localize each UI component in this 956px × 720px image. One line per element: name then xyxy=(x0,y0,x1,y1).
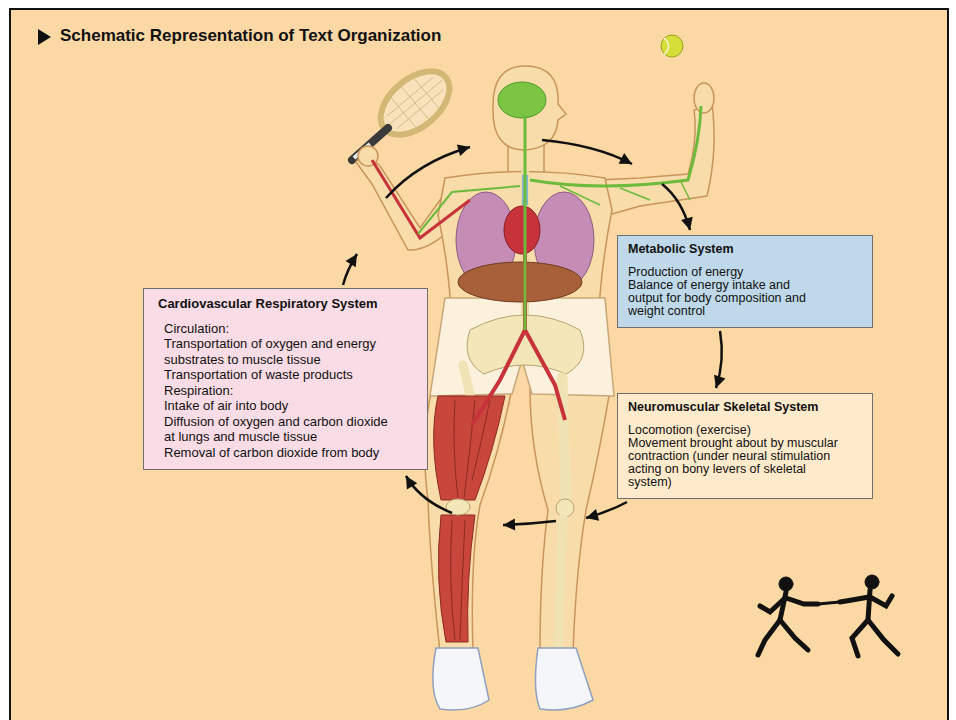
arrow-line xyxy=(343,254,357,285)
arrow-head xyxy=(406,476,417,489)
shoes-part xyxy=(433,648,489,710)
box-text: Production of energy xyxy=(628,266,828,279)
arrow-head xyxy=(586,509,599,521)
title-marker xyxy=(38,29,51,45)
system-box: Cardiovascular Respiratory SystemCircula… xyxy=(143,288,428,470)
tennis-ball xyxy=(661,35,683,57)
box-heading: Cardiovascular Respiratory System xyxy=(158,296,421,312)
cycle-arrow xyxy=(406,476,627,531)
skeleton-part xyxy=(463,365,470,395)
tennis-racket-part-part xyxy=(413,77,440,109)
runner-figures-part-part xyxy=(840,597,869,602)
shoes xyxy=(433,648,593,710)
box-text: Transportation of oxygen and energy subs… xyxy=(164,336,398,367)
arrow-head xyxy=(714,375,725,388)
tennis-ball-part xyxy=(661,35,683,57)
cycle-arrow xyxy=(714,331,725,388)
tennis-ball-part xyxy=(664,38,669,55)
arrow-line xyxy=(386,147,470,198)
arrow-line xyxy=(406,476,452,513)
tennis-racket xyxy=(352,59,461,160)
runner-figures-part xyxy=(818,602,840,604)
body-outline-part xyxy=(493,66,566,150)
body-outline-part xyxy=(425,388,512,652)
tennis-racket-part-part xyxy=(400,85,430,120)
arrow-head xyxy=(346,254,357,267)
system-box: Neuromuscular Skeletal SystemLocomotion … xyxy=(617,393,873,499)
nerves-part xyxy=(524,115,527,330)
runner-figures-part-part xyxy=(758,620,780,655)
leg-muscles-part xyxy=(438,515,475,642)
box-text: Diffusion of oxygen and carbon dioxide a… xyxy=(164,414,398,445)
leg-muscles-part-part xyxy=(454,400,458,498)
box-text: Transportation of waste products xyxy=(164,367,398,383)
box-text: Movement brought about by muscular contr… xyxy=(628,437,846,489)
box-text: Intake of air into body xyxy=(164,398,398,414)
box-heading: Metabolic System xyxy=(628,243,864,256)
box-text: Balance of energy intake and output for … xyxy=(628,279,828,318)
body-outline-part xyxy=(530,388,610,652)
runner-figures-part-part xyxy=(780,620,808,650)
organs-part xyxy=(372,160,470,238)
box-heading: Neuromuscular Skeletal System xyxy=(628,401,864,414)
arrow-head xyxy=(619,153,632,164)
body-outline-part xyxy=(694,83,714,113)
body-outline-part xyxy=(598,104,714,216)
runner-figures-part xyxy=(865,575,879,589)
diagram-title: Schematic Representation of Text Organiz… xyxy=(60,26,441,46)
skeleton-part xyxy=(558,518,563,645)
organs-part xyxy=(504,206,540,254)
leg-muscles-part xyxy=(434,396,505,500)
runner-figures xyxy=(758,575,898,656)
organs-part xyxy=(458,262,582,302)
leg-muscles-part-part xyxy=(460,520,465,640)
box-text: Circulation: xyxy=(164,321,398,337)
runner-figures-part-part xyxy=(852,620,868,656)
leg-muscles xyxy=(434,396,505,642)
box-text: Respiration: xyxy=(164,383,398,399)
leg-muscles-part-part xyxy=(451,520,455,640)
leg-muscles-part-part xyxy=(464,400,475,498)
runner-figures-part-part xyxy=(786,598,818,604)
box-text: Locomotion (exercise) xyxy=(628,424,846,437)
runner-figures-part-part xyxy=(870,596,892,606)
nerves-part xyxy=(530,106,701,186)
arrow-head xyxy=(681,217,693,230)
system-box: Metabolic SystemProduction of energyBala… xyxy=(617,235,873,328)
nerves-part xyxy=(498,82,546,118)
organs-part xyxy=(472,240,565,425)
runner-figures-part xyxy=(840,590,898,656)
shoes-part xyxy=(535,648,593,710)
box-text: Removal of carbon dioxide from body xyxy=(164,445,398,461)
arrow-head xyxy=(457,145,470,157)
arrow-head xyxy=(503,519,515,531)
nerves-part xyxy=(418,186,520,234)
skeleton-part xyxy=(562,378,566,500)
runner-figures-part-part xyxy=(868,590,870,620)
leg-muscles-part xyxy=(451,400,490,640)
runner-figures-part-part xyxy=(760,598,785,612)
title-marker-part xyxy=(38,29,51,45)
runner-figures-part xyxy=(779,577,793,591)
runner-figures-part-part xyxy=(868,620,898,654)
runner-figures-part xyxy=(758,592,818,655)
tennis-racket-part-part xyxy=(390,97,417,129)
arrow-line xyxy=(542,140,632,164)
